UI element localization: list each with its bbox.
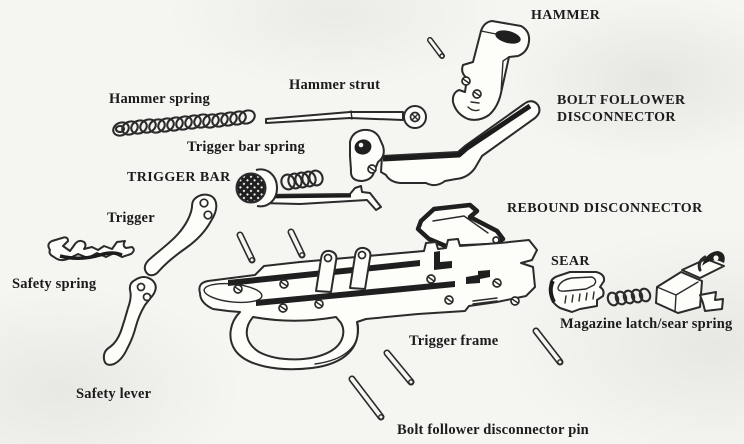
pin-bottom-right-drawing (532, 327, 564, 366)
label-trigger-frame: Trigger frame (409, 333, 499, 349)
label-trigger: Trigger (107, 210, 155, 226)
label-rebound-disconnector: REBOUND DISCONNECTOR (507, 201, 703, 216)
label-hammer: HAMMER (531, 8, 601, 23)
label-magazine-latch-sear-spring: Magazine latch/sear spring (560, 316, 733, 332)
hammer-strut-drawing (265, 105, 427, 129)
label-hammer-spring: Hammer spring (109, 91, 211, 107)
trigger-bar-spring-drawing (280, 169, 324, 191)
safety-lever-drawing (102, 276, 157, 366)
label-safety-spring: Safety spring (12, 276, 97, 292)
safety-spring-drawing (47, 236, 135, 262)
trigger-frame-drawing (198, 238, 538, 371)
label-safety-lever: Safety lever (76, 386, 152, 402)
trigger-drawing (143, 193, 218, 277)
label-trigger-bar-spring: Trigger bar spring (187, 139, 305, 155)
pin-hammer-drawing (427, 37, 445, 59)
magazine-latch-drawing (655, 251, 725, 314)
sear-spring-drawing (606, 287, 652, 307)
label-bolt-follower-disconnector: BOLT FOLLOWER DISCONNECTOR (557, 93, 686, 125)
hammer-spring-drawing (112, 109, 256, 137)
pin-frame-left-drawing (236, 231, 256, 264)
sear-drawing (548, 271, 606, 313)
hammer-drawing (451, 20, 531, 121)
pin-bottom-mid-drawing (383, 349, 415, 386)
bolt-follower-disconnector-drawing (349, 100, 541, 187)
label-hammer-strut: Hammer strut (289, 77, 381, 93)
pin-frame-mid-drawing (287, 228, 306, 259)
label-sear: SEAR (551, 254, 590, 269)
pin-bottom-left-drawing (348, 375, 385, 421)
label-trigger-bar: TRIGGER BAR (127, 170, 231, 185)
rebound-disconnector-drawing (415, 202, 506, 250)
trigger-bar-drawing (235, 168, 382, 211)
label-bolt-follower-disconnector-pin: Bolt follower disconnector pin (397, 422, 589, 438)
